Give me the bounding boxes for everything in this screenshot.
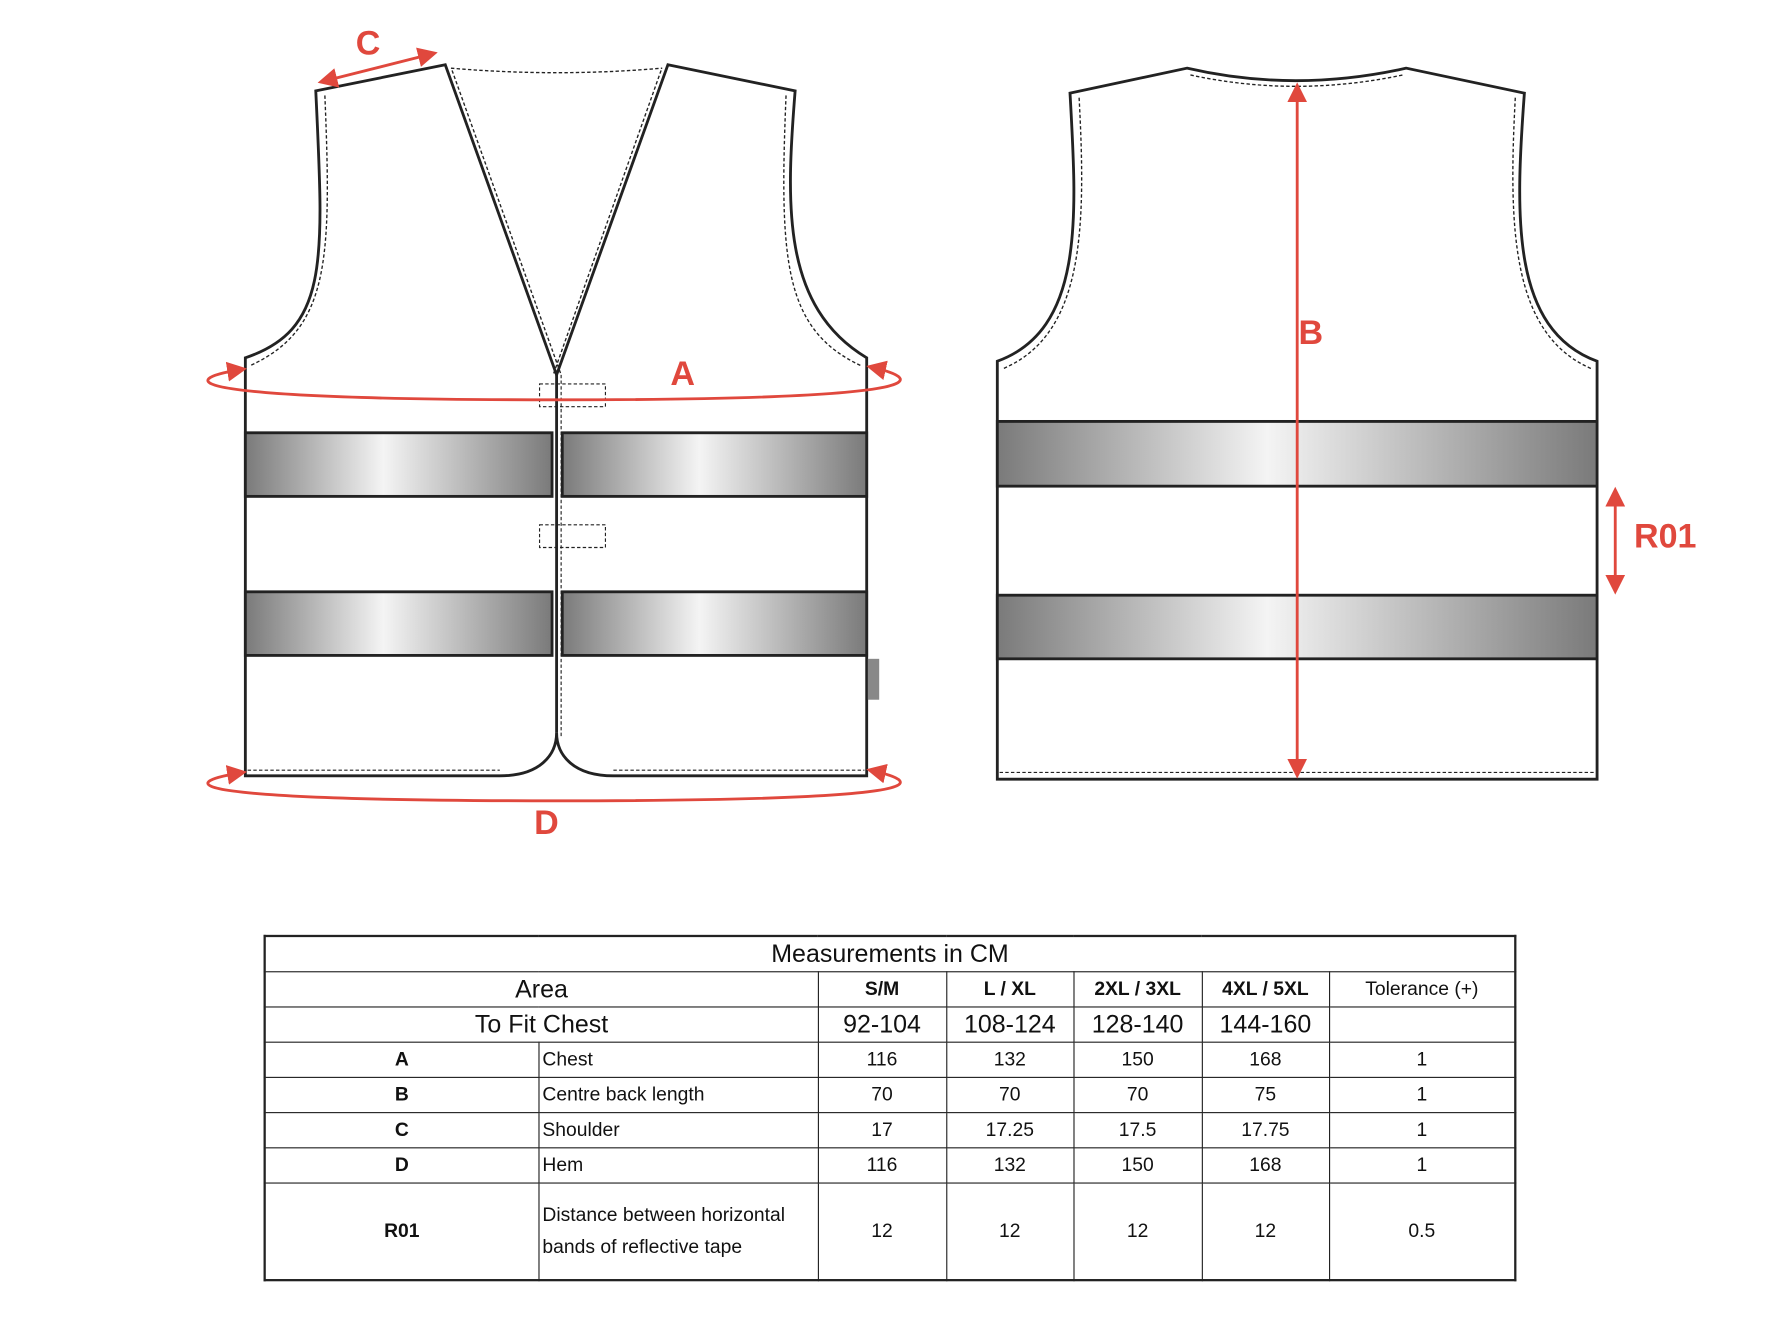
row-value: 132 [945,1147,1074,1184]
row-value: 17.25 [945,1112,1074,1149]
tolerance-header: Tolerance (+) [1328,971,1516,1008]
measurements-table: Measurements in CM Area S/M L / XL 2XL /… [263,934,1517,1282]
fit-chest-value: 108-124 [945,1006,1074,1043]
row-description: Distance between horizontal bands of ref… [537,1182,819,1281]
reflective-band [243,590,554,657]
size-header: 4XL / 5XL [1201,971,1330,1008]
fit-chest-label: To Fit Chest [264,1006,819,1043]
row-description: Hem [537,1147,819,1184]
size-header: S/M [817,971,947,1008]
label-c: C [356,25,381,63]
hem-arrow [206,763,902,803]
row-code: C [264,1112,539,1149]
label-a: A [670,355,695,393]
reflective-band [243,431,554,498]
row-description: Shoulder [537,1112,819,1149]
row-value: 12 [1072,1182,1203,1281]
row-code: R01 [264,1182,539,1281]
row-tolerance: 1 [1328,1147,1516,1184]
row-value: 17.75 [1201,1112,1330,1149]
vest-diagram: C A D B R01 [206,25,1697,842]
row-value: 70 [1072,1076,1203,1114]
front-vest [243,63,880,778]
row-value: 12 [945,1182,1074,1281]
row-description: Centre back length [537,1076,819,1114]
row-tolerance: 1 [1328,1041,1516,1078]
row-code: B [264,1076,539,1114]
shoulder-arrow [317,47,438,88]
row-code: A [264,1041,539,1078]
row-tolerance: 1 [1328,1076,1516,1114]
table-title: Measurements in CM [264,935,1516,973]
size-header: L / XL [945,971,1074,1008]
row-value: 17.5 [1072,1112,1203,1149]
row-value: 116 [817,1147,947,1184]
row-value: 70 [945,1076,1074,1114]
row-value: 17 [817,1112,947,1149]
fit-chest-value: 92-104 [817,1006,947,1043]
row-value: 75 [1201,1076,1330,1114]
row-value: 12 [817,1182,947,1281]
row-value: 168 [1201,1041,1330,1078]
row-value: 12 [1201,1182,1330,1281]
area-header: Area [264,971,819,1008]
row-value: 150 [1072,1147,1203,1184]
row-description: Chest [537,1041,819,1078]
row-value: 168 [1201,1147,1330,1184]
row-code: D [264,1147,539,1184]
row-value: 70 [817,1076,947,1114]
row-tolerance: 0.5 [1328,1182,1516,1281]
label-tag [867,658,880,700]
row-value: 132 [945,1041,1074,1078]
reflective-band [560,431,869,498]
fit-chest-value: 144-160 [1201,1006,1330,1043]
size-header: 2XL / 3XL [1072,971,1203,1008]
row-value: 116 [817,1041,947,1078]
row-tolerance: 1 [1328,1112,1516,1149]
label-r01: R01 [1634,518,1697,556]
reflective-band [560,590,869,657]
label-d: D [534,804,559,842]
fit-chest-value: 128-140 [1072,1006,1203,1043]
fit-chest-tolerance [1328,1006,1516,1043]
label-b: B [1299,314,1324,352]
chest-arrow [206,360,902,402]
row-value: 150 [1072,1041,1203,1078]
